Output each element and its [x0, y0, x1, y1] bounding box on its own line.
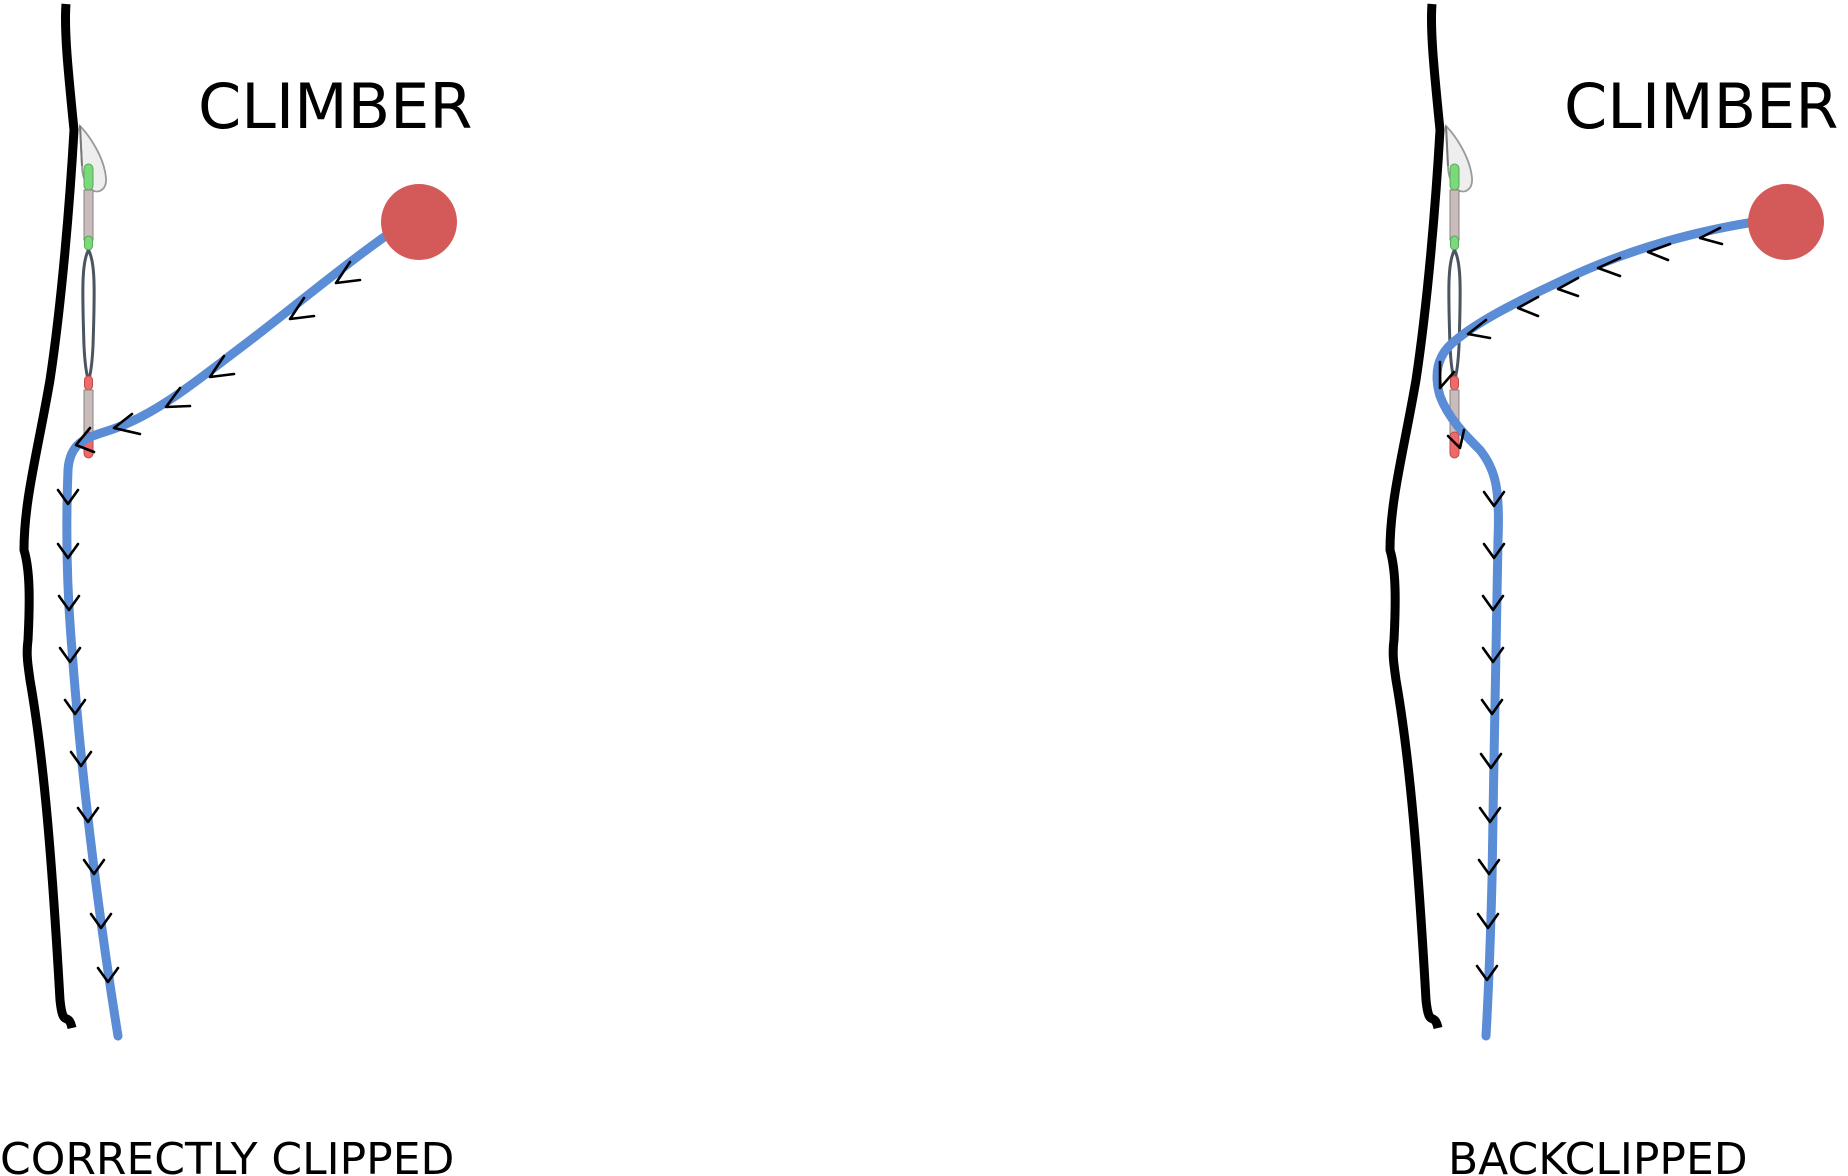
rope-left: [62, 225, 399, 1041]
rope-right: [1432, 217, 1759, 1041]
panel-correctly-clipped: CLIMBER CORRECTLY CLIPPED: [0, 3, 472, 1176]
caption-backclipped: BACKCLIPPED: [1448, 1134, 1748, 1176]
quickdraw-icon-left: [78, 124, 108, 460]
rock-wall-right: [1385, 3, 1445, 1030]
climber-label-right: CLIMBER: [1564, 70, 1838, 143]
climber-dot-right: [1748, 184, 1824, 260]
caption-correctly-clipped: CORRECTLY CLIPPED: [0, 1134, 454, 1176]
rope-direction-arrows-left: [56, 260, 362, 984]
panel-backclipped: CLIMBER BACKCLIPPED: [1385, 3, 1838, 1176]
climber-label-left: CLIMBER: [198, 70, 472, 143]
climber-dot-left: [381, 184, 457, 260]
rock-wall-left: [19, 3, 79, 1030]
rope-direction-arrows-right: [1438, 226, 1724, 982]
